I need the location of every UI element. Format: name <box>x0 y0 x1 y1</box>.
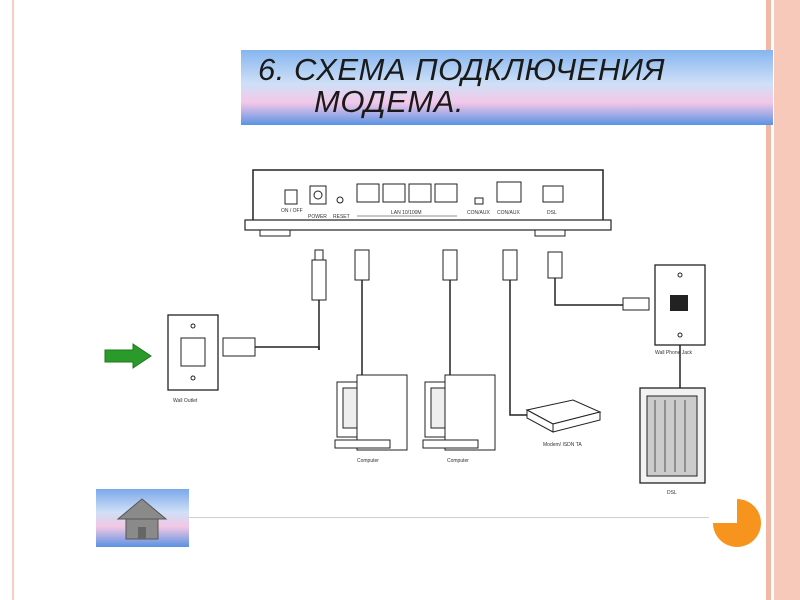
wall-outlet-label: Wall Outlet <box>173 398 198 404</box>
modem-label-lan: LAN 10/100M <box>391 210 422 216</box>
slide-title: 6. СХЕМА ПОДКЛЮЧЕНИЯ МОДЕМА. <box>258 54 758 118</box>
wall-outlet: Wall Outlet <box>167 314 320 404</box>
title-line-1: 6. СХЕМА ПОДКЛЮЧЕНИЯ <box>258 52 666 87</box>
dslam-rack: DSL <box>639 387 706 496</box>
modem-label-console: CON/AUX <box>497 210 520 216</box>
computer-2: Computer <box>422 374 496 464</box>
console-plug <box>502 249 527 416</box>
modem: ON / OFF POWER RESET LAN 10/100M CON/AUX… <box>244 169 612 237</box>
isdn-label: Modem/ ISDN TA <box>543 442 582 448</box>
computer-1: Computer <box>334 374 408 464</box>
lan-plug-1 <box>354 249 370 390</box>
arrow-right-icon <box>104 343 152 369</box>
modem-label-dsl: DSL <box>547 210 557 216</box>
computer-1-label: Computer <box>357 458 379 464</box>
modem-label-conaux: CON/AUX <box>467 210 490 216</box>
isdn-device: Modem/ ISDN TA <box>525 399 602 448</box>
home-icon <box>116 498 168 540</box>
home-button[interactable] <box>96 489 189 547</box>
modem-label-reset: RESET <box>333 214 350 220</box>
wall-phone-jack: Wall Phone Jack <box>622 264 706 388</box>
pie-chart-icon <box>713 499 761 547</box>
computer-2-label: Computer <box>447 458 469 464</box>
wall-jack-label: Wall Phone Jack <box>655 350 693 356</box>
footer-divider <box>189 517 709 518</box>
power-plug <box>311 249 327 350</box>
title-banner <box>241 50 773 125</box>
dsl-plug <box>547 251 625 306</box>
left-border-line <box>12 0 14 600</box>
modem-label-onoff: ON / OFF <box>281 208 303 214</box>
dslam-label: DSL <box>667 490 677 496</box>
lan-plug-2 <box>442 249 458 390</box>
modem-connection-diagram: ON / OFF POWER RESET LAN 10/100M CON/AUX… <box>104 169 706 496</box>
modem-label-power: POWER <box>308 214 327 220</box>
title-line-2: МОДЕМА. <box>314 84 464 119</box>
